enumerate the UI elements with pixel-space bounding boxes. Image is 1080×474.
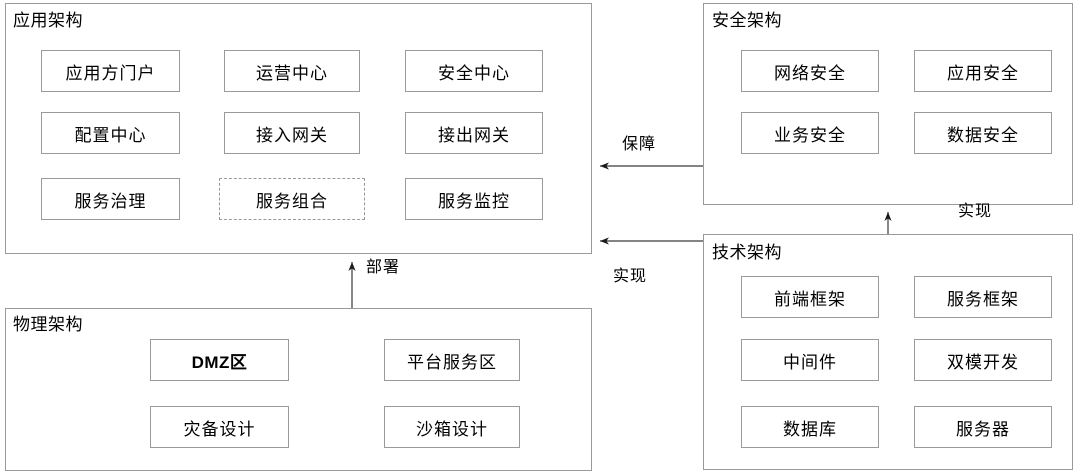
node-dual-mode-development[interactable]: 双模开发 xyxy=(914,339,1052,381)
node-service-governance[interactable]: 服务治理 xyxy=(41,178,180,220)
panel-security[interactable] xyxy=(703,3,1073,205)
edge-label-bushu: 部署 xyxy=(366,259,401,276)
node-security-center[interactable]: 安全中心 xyxy=(405,50,543,92)
node-service-composition[interactable]: 服务组合 xyxy=(219,178,365,220)
node-frontend-framework[interactable]: 前端框架 xyxy=(741,276,879,318)
panel-physical-title: 物理架构 xyxy=(13,315,83,334)
edge-label-shixian-technical-application: 实现 xyxy=(613,268,648,285)
node-network-security[interactable]: 网络安全 xyxy=(741,50,879,92)
node-operation-center[interactable]: 运营中心 xyxy=(224,50,360,92)
node-middleware[interactable]: 中间件 xyxy=(741,339,879,381)
panel-security-title: 安全架构 xyxy=(712,11,782,30)
panel-application-title: 应用架构 xyxy=(13,11,83,30)
panel-technical-title: 技术架构 xyxy=(712,243,782,262)
node-service-framework[interactable]: 服务框架 xyxy=(914,276,1052,318)
node-application-portal[interactable]: 应用方门户 xyxy=(41,50,180,92)
node-config-center[interactable]: 配置中心 xyxy=(41,112,180,154)
node-service-monitoring[interactable]: 服务监控 xyxy=(405,178,543,220)
node-data-security[interactable]: 数据安全 xyxy=(914,112,1052,154)
node-ingress-gateway[interactable]: 接入网关 xyxy=(224,112,360,154)
node-application-security[interactable]: 应用安全 xyxy=(914,50,1052,92)
node-server[interactable]: 服务器 xyxy=(914,406,1052,448)
node-disaster-recovery-design[interactable]: 灾备设计 xyxy=(150,406,289,448)
edge-label-shixian-technical-security: 实现 xyxy=(958,203,993,220)
node-platform-service-zone[interactable]: 平台服务区 xyxy=(384,339,520,381)
node-sandbox-design[interactable]: 沙箱设计 xyxy=(384,406,520,448)
node-business-security[interactable]: 业务安全 xyxy=(741,112,879,154)
node-database[interactable]: 数据库 xyxy=(741,406,879,448)
edge-label-baozhang: 保障 xyxy=(622,136,657,153)
node-dmz-zone[interactable]: DMZ区 xyxy=(150,339,289,381)
node-egress-gateway[interactable]: 接出网关 xyxy=(405,112,543,154)
